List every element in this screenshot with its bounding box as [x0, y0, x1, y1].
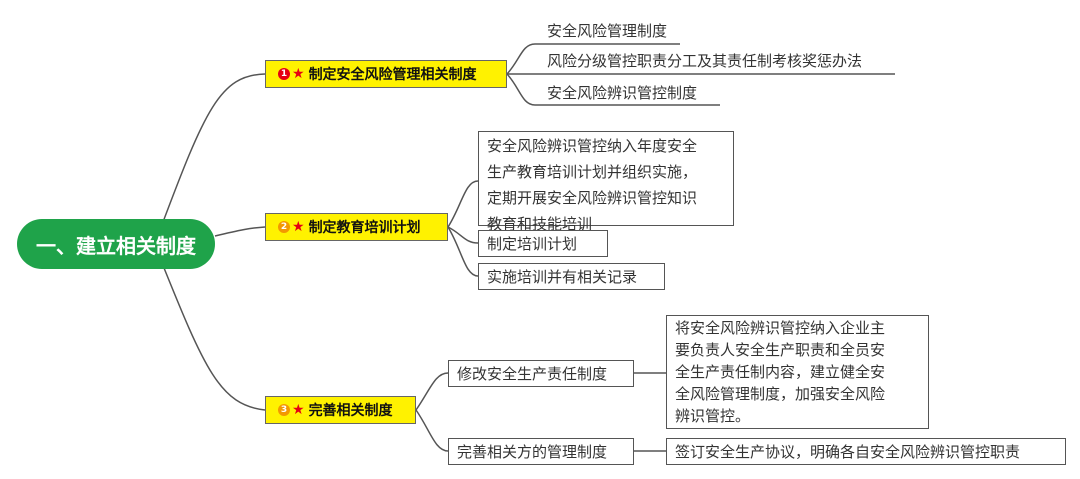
star-icon: ★: [292, 66, 305, 82]
b2-item-1-line-2: 生产教育培训计划并组织实施，: [487, 163, 698, 181]
root-node[interactable]: 一、建立相关制度: [17, 219, 215, 269]
link-b2-2: [447, 226, 479, 244]
b2-item-1-line-4: 教育和技能培训: [487, 215, 593, 233]
star-icon: ★: [292, 219, 305, 235]
link-b1-1: [506, 43, 680, 75]
b3-detail-line-2: 要负责人安全生产职责和全员安: [675, 341, 886, 359]
link-b2-3: [447, 226, 479, 277]
branch-3-label: 完善相关制度: [308, 403, 393, 419]
b3-item-2-detail[interactable]: 签订安全生产协议，明确各自安全风险辨识管控职责: [666, 438, 1066, 465]
b1-item-1[interactable]: 安全风险管理制度: [547, 22, 668, 40]
b2-item-3-label: 实施培训并有相关记录: [487, 267, 638, 286]
b3-detail-line-1: 将安全风险辨识管控纳入企业主: [675, 319, 886, 337]
b3-detail-line-3: 全生产责任制内容，建立健全安: [675, 363, 886, 381]
link-b1-3: [506, 73, 720, 106]
branch-2-label: 制定教育培训计划: [308, 220, 421, 236]
branch-3[interactable]: 3 ★ 完善相关制度: [265, 396, 416, 424]
root-label: 一、建立相关制度: [36, 233, 196, 258]
link-b3-1: [415, 372, 449, 411]
b3-item-1-detail[interactable]: 将安全风险辨识管控纳入企业主 要负责人安全生产职责和全员安 全生产责任制内容，建…: [666, 315, 929, 429]
b2-item-2-label: 制定培训计划: [487, 234, 578, 253]
branch-1-label: 制定安全风险管理相关制度: [308, 67, 477, 83]
b3-detail-line-5: 辨识管控。: [675, 407, 751, 425]
link-b2-1: [447, 180, 479, 228]
b2-item-1-line-3: 定期开展安全风险辨识管控知识: [487, 189, 698, 207]
number-badge-2: 2: [278, 221, 290, 233]
b2-item-2[interactable]: 制定培训计划: [478, 230, 608, 257]
b2-item-1[interactable]: 安全风险辨识管控纳入年度安全 生产教育培训计划并组织实施， 定期开展安全风险辨识…: [478, 131, 734, 233]
number-badge-1: 1: [278, 68, 290, 80]
link-b3-2: [415, 409, 449, 452]
branch-2[interactable]: 2 ★ 制定教育培训计划: [265, 213, 448, 241]
b3-item-2-label: 完善相关方的管理制度: [457, 442, 608, 461]
star-icon: ★: [292, 402, 305, 418]
b3-item-1[interactable]: 修改安全生产责任制度: [448, 360, 634, 387]
b2-item-3[interactable]: 实施培训并有相关记录: [478, 263, 665, 290]
b1-item-2[interactable]: 风险分级管控职责分工及其责任制考核奖惩办法: [547, 52, 863, 70]
b3-item-2-detail-label: 签订安全生产协议，明确各自安全风险辨识管控职责: [675, 442, 1021, 461]
link-root-b1: [159, 73, 266, 231]
link-root-b3: [159, 257, 266, 411]
number-badge-3: 3: [278, 404, 290, 416]
link-root-b2: [214, 226, 266, 237]
branch-1[interactable]: 1 ★ 制定安全风险管理相关制度: [265, 60, 507, 88]
b3-item-1-label: 修改安全生产责任制度: [457, 364, 608, 383]
b2-item-1-line-1: 安全风险辨识管控纳入年度安全: [487, 137, 698, 155]
b3-item-2[interactable]: 完善相关方的管理制度: [448, 438, 634, 465]
b3-detail-line-4: 全风险管理制度，加强安全风险: [675, 385, 886, 403]
b1-item-3[interactable]: 安全风险辨识管控制度: [547, 84, 698, 102]
